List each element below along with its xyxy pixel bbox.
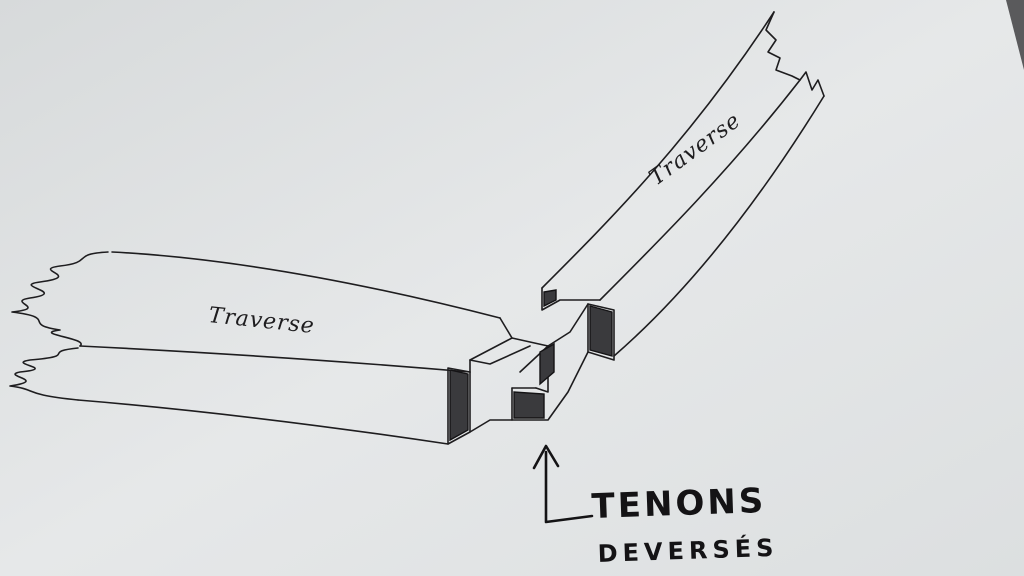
left-beam [9, 251, 549, 445]
callout-arrow [532, 444, 594, 524]
callout-line1: TENONS [591, 481, 767, 527]
right-beam [511, 11, 825, 421]
callout-line2: DEVERSÉS [597, 533, 779, 568]
